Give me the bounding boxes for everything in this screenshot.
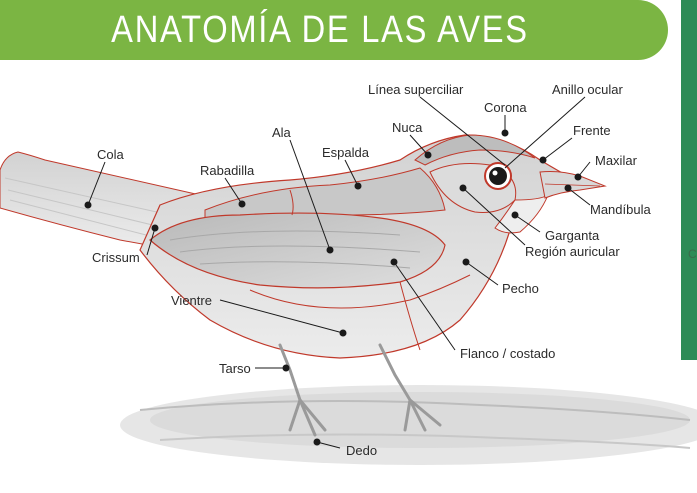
- label-pecho: Pecho: [502, 281, 539, 296]
- label-linea-superciliar: Línea superciliar: [368, 82, 464, 97]
- side-panel: [681, 0, 697, 360]
- label-vientre: Vientre: [171, 293, 212, 308]
- label-nuca: Nuca: [392, 120, 423, 135]
- wing: [149, 212, 446, 289]
- label-corona: Corona: [484, 100, 527, 115]
- crown-region: [414, 134, 536, 166]
- label-mandibula: Mandíbula: [590, 202, 651, 217]
- throat-region: [494, 193, 550, 234]
- label-maxilar: Maxilar: [595, 153, 638, 168]
- label-region-auricular: Región auricular: [525, 244, 620, 259]
- label-tarso: Tarso: [219, 361, 251, 376]
- pointer-lines: [87, 96, 591, 449]
- label-frente: Frente: [573, 123, 611, 138]
- pointer-dots: [84, 129, 582, 446]
- label-rabadilla: Rabadilla: [200, 163, 255, 178]
- label-dedo: Dedo: [346, 443, 377, 458]
- title-banner: ANATOMÍA DE LAS AVES: [0, 0, 668, 60]
- tail: [0, 151, 201, 251]
- page-title: ANATOMÍA DE LAS AVES: [111, 9, 529, 51]
- label-flanco: Flanco / costado: [460, 346, 555, 361]
- label-crissum: Crissum: [92, 250, 140, 265]
- eye: [489, 167, 507, 185]
- label-ala: Ala: [272, 125, 292, 140]
- label-cola: Cola: [97, 147, 125, 162]
- side-panel-text: C: [688, 247, 697, 261]
- label-anillo-ocular: Anillo ocular: [552, 82, 623, 97]
- label-garganta: Garganta: [545, 228, 600, 243]
- label-espalda: Espalda: [322, 145, 370, 160]
- legs: [278, 343, 442, 437]
